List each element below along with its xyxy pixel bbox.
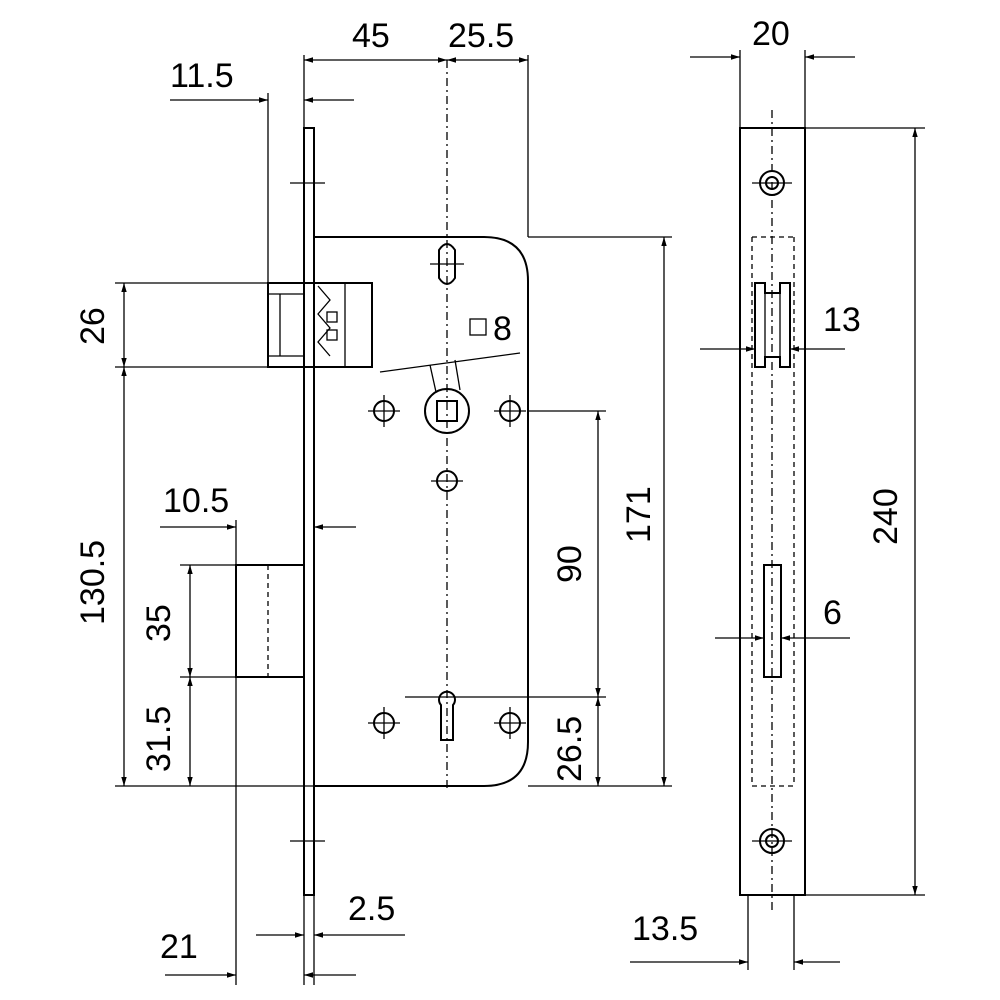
- dim-13-5-label: 13.5: [632, 910, 698, 948]
- side-latch-opening: [754, 282, 791, 368]
- dim-26-5-label: 26.5: [551, 716, 589, 782]
- dim-20-label: 20: [752, 15, 790, 53]
- faceplate: [303, 127, 315, 896]
- dead-bolt: [235, 564, 305, 678]
- dim-10-5-label: 10.5: [163, 482, 229, 520]
- dim-21-label: 21: [160, 928, 198, 966]
- dim-25-5-label: 25.5: [448, 17, 514, 55]
- fixing-hole-center: [431, 470, 463, 492]
- dim-11-5-label: 11.5: [170, 57, 234, 95]
- dim-130-5-label: 130.5: [74, 540, 112, 625]
- dim-8-label: 8: [493, 310, 512, 348]
- keyhole: [438, 690, 456, 741]
- dim-35-label: 35: [140, 604, 178, 642]
- dim-240-label: 240: [867, 488, 905, 545]
- front-view: 45 25.5 11.5 26 8 130.5 10.5 35 31.5 90 …: [74, 17, 672, 985]
- fixing-hole-right-upper: [494, 395, 526, 427]
- side-screw-bottom: [752, 828, 792, 854]
- dim-31-5-label: 31.5: [140, 706, 178, 772]
- dim-90-label: 90: [551, 545, 589, 583]
- square-spindle-icon: [469, 318, 487, 336]
- latch-bolt: [267, 282, 373, 368]
- lock-case: [314, 236, 529, 787]
- side-screw-top: [752, 170, 792, 196]
- dim-45-label: 45: [352, 17, 390, 55]
- side-deadbolt-opening: [763, 564, 782, 678]
- fixing-hole-right-lower: [494, 707, 526, 739]
- side-view: 20 13 240 6 13.5: [630, 15, 925, 970]
- dim-6-label: 6: [823, 594, 842, 632]
- fixing-hole-left-upper: [368, 395, 400, 427]
- dim-2-5-label: 2.5: [348, 890, 395, 928]
- dim-13-label: 13: [823, 301, 861, 339]
- dim-26-label: 26: [74, 307, 112, 345]
- dim-171-label: 171: [620, 486, 658, 543]
- slot-hole: [438, 243, 456, 285]
- fixing-hole-left-lower: [368, 707, 400, 739]
- spindle-hub: [424, 388, 470, 434]
